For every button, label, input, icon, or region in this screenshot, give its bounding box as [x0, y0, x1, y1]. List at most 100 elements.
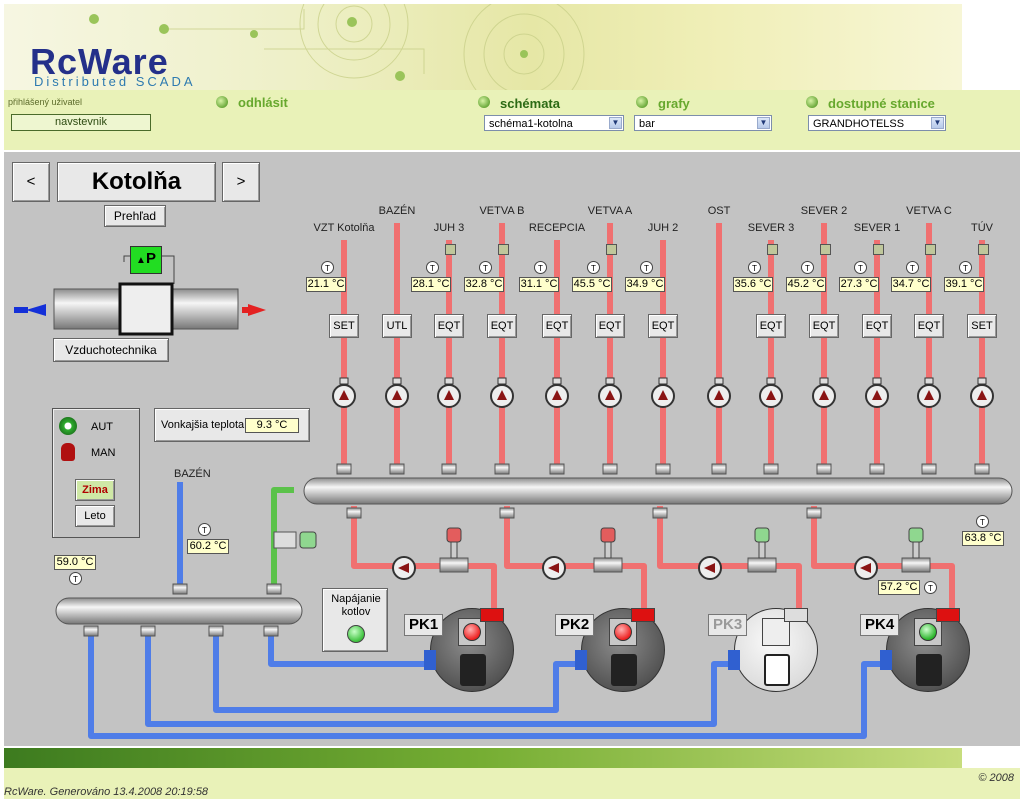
charts-select[interactable]: bar ▼	[634, 115, 772, 131]
valve-stem-icon	[450, 541, 458, 559]
green-bypass-pipe	[271, 487, 294, 584]
circuit-mode-button[interactable]: EQT	[756, 314, 786, 338]
stations-select[interactable]: GRANDHOTELSS ▼	[808, 115, 946, 131]
sensor-icon	[820, 244, 831, 255]
next-scheme-button[interactable]: >	[222, 162, 260, 202]
chevron-down-icon[interactable]: ▼	[931, 117, 944, 129]
valve-actuator-icon	[908, 527, 924, 543]
chevron-down-icon[interactable]: ▼	[609, 117, 622, 129]
valve-stem-icon	[912, 541, 920, 559]
pump-icon	[658, 390, 668, 400]
valve-icon	[901, 557, 931, 573]
stations-label: dostupné stanice	[828, 96, 935, 111]
circuit-name: VETVA A	[587, 205, 633, 217]
circuit-mode-button[interactable]: EQT	[809, 314, 839, 338]
logout-bullet-icon	[216, 96, 228, 108]
mode-man-label: MAN	[91, 447, 116, 459]
prev-scheme-button[interactable]: <	[12, 162, 50, 202]
circuit-name: TÚV	[971, 222, 993, 234]
circuit-name: SEVER 2	[800, 205, 848, 217]
pump-icon	[605, 377, 615, 385]
circuit-mode-button[interactable]: SET	[967, 314, 997, 338]
circuit-temp-value: 34.9 °C	[625, 277, 665, 292]
pump-icon	[704, 563, 715, 573]
arrow-in-icon	[26, 304, 46, 316]
boiler-label[interactable]: PK2	[555, 614, 595, 636]
boiler-status-lamp	[463, 623, 481, 641]
burner-icon	[575, 650, 587, 670]
circuit-temp-value: 45.2 °C	[786, 277, 826, 292]
boiler-supply-pipe	[351, 506, 497, 614]
cold-return-pipe	[88, 636, 888, 739]
burner-icon	[728, 650, 740, 670]
pump-icon	[714, 390, 724, 400]
circuit-mode-button[interactable]: EQT	[648, 314, 678, 338]
boiler-flue	[936, 608, 960, 622]
circuit-mode-button[interactable]: UTL	[382, 314, 412, 338]
schemes-select[interactable]: schéma1-kotolna ▼	[484, 115, 624, 131]
boiler-door	[916, 654, 942, 686]
circuit-name: VETVA B	[479, 205, 525, 217]
pool-label: BAZÉN	[174, 468, 211, 480]
sensor-icon	[498, 244, 509, 255]
circuit-mode-button[interactable]: SET	[329, 314, 359, 338]
valve-actuator-icon	[754, 527, 770, 543]
chevron-down-icon[interactable]: ▼	[757, 117, 770, 129]
stations-bullet-icon	[806, 96, 818, 108]
thermometer-icon: T	[69, 572, 82, 585]
valve-icon	[593, 557, 623, 573]
winter-button[interactable]: Zima	[75, 479, 115, 501]
circuit-mode-button[interactable]: EQT	[434, 314, 464, 338]
pump-icon	[444, 377, 454, 385]
charts-bullet-icon	[636, 96, 648, 108]
cold-return-pipe	[213, 636, 586, 713]
overview-button[interactable]: Prehľad	[104, 205, 166, 227]
circuit-mode-button[interactable]: EQT	[914, 314, 944, 338]
circuit-name: BAZÉN	[378, 205, 416, 217]
circuit-mode-button[interactable]: EQT	[862, 314, 892, 338]
logo-text: RcWare	[30, 41, 169, 82]
circuit-mode-button[interactable]: EQT	[595, 314, 625, 338]
boiler-label[interactable]: PK4	[860, 614, 900, 636]
fan-icon	[118, 282, 174, 336]
summer-button[interactable]: Leto	[75, 505, 115, 527]
schemes-select-value: schéma1-kotolna	[489, 118, 573, 130]
circuit-temp-value: 45.5 °C	[572, 277, 612, 292]
thermometer-icon: T	[534, 261, 547, 274]
header-connector	[921, 463, 937, 475]
header-connector	[711, 463, 727, 475]
ahu-button[interactable]: Vzduchotechnika	[53, 338, 169, 362]
boiler-label[interactable]: PK3	[708, 614, 748, 636]
charts-label: grafy	[658, 96, 690, 111]
pump-icon	[339, 377, 349, 385]
pump-icon	[924, 390, 934, 400]
manifold-connector	[140, 625, 156, 637]
pump-icon	[872, 377, 882, 385]
boiler-door	[764, 654, 790, 686]
valve-stem-icon	[758, 541, 766, 559]
boiler-supply-pipe	[504, 506, 647, 614]
pump-icon	[552, 390, 562, 400]
schemes-bullet-icon	[478, 96, 490, 108]
header-connector	[652, 507, 668, 519]
circuit-mode-button[interactable]: EQT	[487, 314, 517, 338]
valve-icon	[439, 557, 469, 573]
header-connector	[869, 463, 885, 475]
logout-link[interactable]: odhlásit	[238, 95, 288, 110]
banner-decoration	[89, 4, 585, 90]
sensor-icon	[978, 244, 989, 255]
boiler-flue	[784, 608, 808, 622]
circuit-mode-button[interactable]: EQT	[542, 314, 572, 338]
charts-select-value: bar	[639, 118, 655, 130]
valve-stem-icon	[604, 541, 612, 559]
pump-icon	[766, 390, 776, 400]
footer	[4, 768, 1020, 799]
pool-temp-value: 60.2 °C	[187, 539, 229, 554]
boiler-label[interactable]: PK1	[404, 614, 444, 636]
page-title: Kotolňa	[57, 162, 216, 202]
boiler-status-lamp	[614, 623, 632, 641]
boiler-door	[460, 654, 486, 686]
pump-icon	[766, 377, 776, 385]
pump-icon	[497, 390, 507, 400]
circuit-temp-value: 31.1 °C	[519, 277, 559, 292]
